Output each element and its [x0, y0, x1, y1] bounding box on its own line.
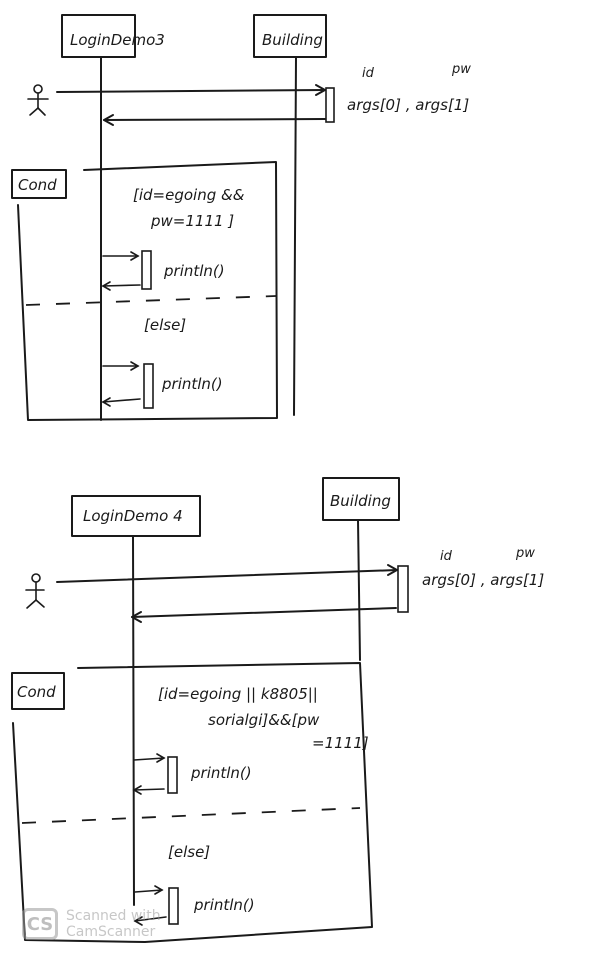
participant-box-building [322, 477, 400, 521]
else-separator [25, 295, 277, 306]
arrowhead-icon [156, 753, 166, 763]
else-guard: [else] [144, 316, 186, 334]
fragment-operator-label: Cond [18, 176, 57, 194]
fragment-frame [12, 662, 373, 943]
return-message-arrow [131, 607, 397, 618]
self-call-arrow [134, 889, 163, 893]
then-message-label: println() [163, 262, 225, 280]
watermark-line-1: Scanned with [66, 908, 161, 924]
call-args: args[0] , args[1] [422, 571, 544, 589]
return-message-arrow [103, 118, 326, 121]
arrowhead-icon [101, 397, 111, 407]
guard-line-2: pw=1111 ] [150, 212, 234, 230]
activation-bar [397, 565, 409, 613]
arrowhead-icon [315, 84, 326, 96]
watermark-text: Scanned with CamScanner [66, 908, 161, 940]
participant-box-logindemo3 [61, 14, 136, 58]
guard-line-3: =1111] [312, 734, 369, 752]
participant-box-logindemo4 [71, 495, 201, 537]
fragment-operator-box [11, 169, 67, 199]
fragment-operator-label: Cond [17, 683, 56, 701]
arrowhead-icon [130, 251, 140, 261]
activation-bar [167, 756, 178, 794]
arrowhead-icon [132, 785, 142, 795]
fragment-operator-box [11, 672, 65, 710]
call-message-arrow [56, 89, 326, 93]
self-return-arrow [102, 398, 141, 403]
else-guard: [else] [168, 843, 210, 861]
guard-line-1: [id=egoing && [133, 186, 245, 204]
param-pw-label: pw [451, 62, 471, 77]
lifeline-logindemo4 [132, 535, 135, 906]
participant-label-logindemo3: LoginDemo3 [70, 31, 165, 49]
camscanner-watermark: CS Scanned with CamScanner [22, 908, 161, 940]
activation-bar [168, 887, 179, 925]
guard-line-2: sorialgi]&&[pw [208, 711, 320, 729]
activation-bar [143, 363, 154, 409]
else-message-label: println() [193, 896, 255, 914]
guard-line-1: [id=egoing || k8805|| [158, 685, 318, 703]
participant-label-building: Building [262, 31, 323, 49]
arrowhead-icon [154, 885, 164, 895]
self-return-arrow [134, 916, 167, 922]
actor-icon [25, 573, 45, 609]
self-return-arrow [102, 284, 141, 287]
activation-bar [325, 87, 335, 123]
actor-icon [27, 84, 49, 116]
watermark-line-2: CamScanner [66, 924, 156, 940]
param-id-label: id [440, 549, 453, 564]
param-pw-label: pw [515, 546, 535, 561]
arrowhead-icon [103, 114, 114, 126]
call-message-arrow [56, 569, 398, 583]
diagram-1: LoginDemo3 Building id pw args[0] , args… [11, 14, 471, 421]
else-separator [21, 807, 361, 824]
arrowhead-icon [387, 564, 398, 576]
arrowhead-icon [131, 611, 142, 623]
self-call-arrow [133, 757, 165, 761]
participant-label-building: Building [330, 492, 391, 510]
fragment-frame [17, 161, 278, 421]
self-return-arrow [133, 788, 165, 791]
arrowhead-icon [101, 281, 111, 291]
else-message-label: println() [161, 375, 223, 393]
lifeline-building [293, 56, 297, 416]
call-args: args[0] , args[1] [347, 96, 469, 114]
participant-box-building [253, 14, 327, 58]
param-id-label: id [362, 66, 375, 81]
participant-label-logindemo4: LoginDemo 4 [83, 507, 183, 525]
lifeline-building [357, 519, 361, 661]
diagram-2: LoginDemo 4 Building id pw args[0] , arg… [11, 477, 544, 943]
activation-bar [141, 250, 152, 290]
arrowhead-icon [133, 916, 143, 926]
arrowhead-icon [130, 361, 140, 371]
then-message-label: println() [190, 764, 252, 782]
camscanner-logo-icon: CS [22, 908, 58, 940]
